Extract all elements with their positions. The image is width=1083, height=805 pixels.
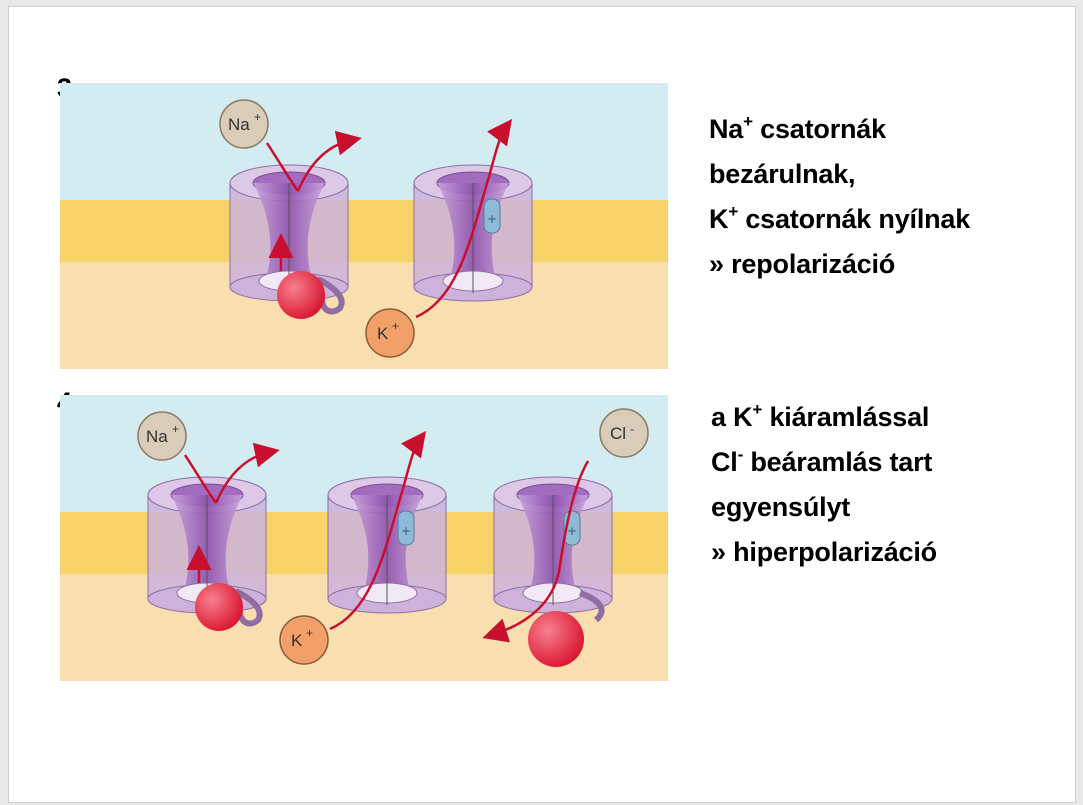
chloride-ion: Cl - [599,408,649,458]
svg-text:+: + [172,422,179,436]
caption-line: Na+ csatornák [709,112,886,144]
caption-line: K+ csatornák nyílnak [709,202,971,234]
caption-line: » hiperpolarizáció [711,537,937,567]
svg-text:Na: Na [146,427,168,446]
svg-text:Cl: Cl [610,424,626,443]
svg-text:Na: Na [228,115,250,134]
caption-line: Cl- beáramlás tart [711,445,933,477]
caption-line: bezárulnak, [709,159,856,189]
slide: 3. [8,6,1076,803]
svg-text:+: + [254,110,261,124]
svg-text:+: + [567,524,577,538]
svg-text:+: + [487,212,497,226]
svg-text:-: - [630,422,634,436]
extracellular-space [60,83,668,200]
step-4-diagram: + + Na [60,395,668,681]
svg-text:K: K [377,324,389,343]
step-3-caption: Na+ csatornák bezárulnak, K+ csatornák n… [709,107,970,287]
svg-text:+: + [306,626,313,640]
caption-line: a K+ kiáramlással [711,400,930,432]
intracellular-space [60,262,668,369]
svg-text:+: + [401,524,411,538]
sodium-ion: Na + [219,99,269,149]
svg-text:+: + [392,319,399,333]
svg-text:K: K [291,631,303,650]
potassium-ion: K + [279,615,329,665]
sodium-ion: Na + [137,411,187,461]
chloride-channel: + [493,476,613,614]
step-4-caption: a K+ kiáramlással Cl- beáramlás tart egy… [711,395,937,575]
cell-membrane [60,200,668,262]
caption-line: egyensúlyt [711,492,851,522]
inactivation-gate-ball [277,271,325,319]
inactivation-gate-ball [195,583,243,631]
step-3-diagram: + Na + K + [60,83,668,369]
chloride-gate-ball [528,611,584,667]
caption-line: » repolarizáció [709,249,896,279]
potassium-ion: K + [365,308,415,358]
